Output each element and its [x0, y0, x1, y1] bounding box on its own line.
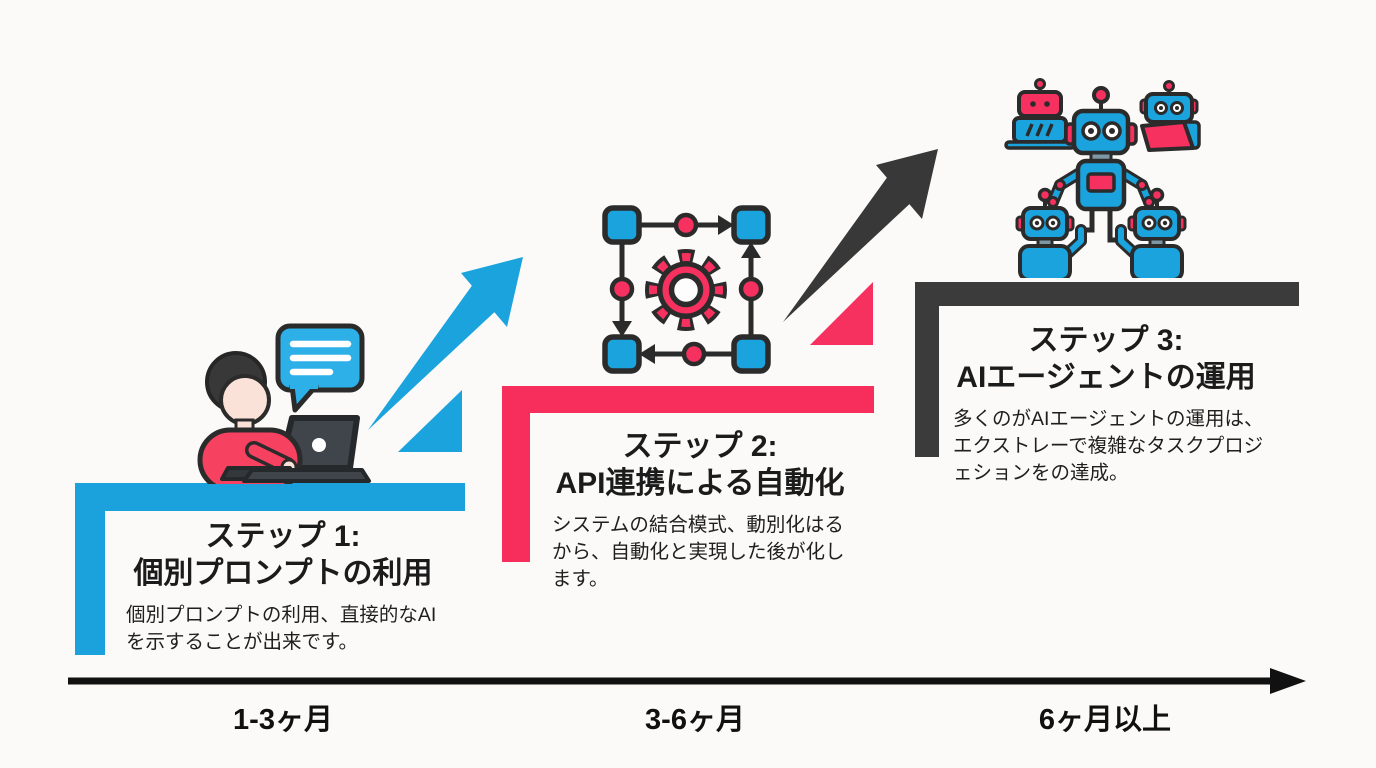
timeline-label-3: 6ヶ月以上 [1038, 704, 1172, 736]
laptop-bot [1004, 78, 1076, 150]
step1-bar-horizontal [75, 483, 465, 511]
step3-title: ステップ 3: AIエージェントの運用 [931, 322, 1281, 396]
timeline-arrow [68, 668, 1306, 694]
step1-title: ステップ 1: 個別プロンプトの利用 [108, 518, 458, 592]
step3-bar-horizontal [915, 282, 1299, 306]
step2-title: ステップ 2: API連携による自動化 [525, 428, 875, 502]
small-robot [1115, 187, 1187, 278]
workflow-gear-icon [602, 205, 771, 374]
step2-title-line1: ステップ 2: [622, 430, 778, 463]
growth-arrow-dark-icon [783, 149, 938, 345]
timeline-label-2: 3-6ヶ月 [645, 704, 745, 736]
step1-title-line2: 個別プロンプトの利用 [133, 557, 433, 590]
person-chat-laptop-icon [197, 323, 371, 484]
growth-arrow-blue-icon [368, 257, 523, 452]
step3-description: 多くのがAIエージェントの運用は、 エクストレーで複雑なタスクプロジ ェションを… [953, 408, 1264, 484]
step3-title-line1: ステップ 3: [1028, 324, 1184, 357]
timeline-label-1: 1-3ヶ月 [233, 704, 333, 736]
step3-title-line2: AIエージェントの運用 [956, 361, 1256, 394]
step2-description: システムの結合模式、動別化はる から、自動化と実現した後が化し ます。 [552, 514, 845, 590]
step3-bar-vertical [915, 282, 939, 457]
small-robot [1015, 187, 1087, 278]
step2-title-line2: API連携による自動化 [555, 467, 845, 500]
step1-title-line1: ステップ 1: [205, 520, 361, 553]
robot-team-icon [1004, 78, 1201, 278]
robot-with-laptop [1139, 80, 1201, 152]
central-robot [1047, 86, 1155, 212]
step2-bar-horizontal [502, 386, 874, 413]
step2-bar-vertical [502, 386, 530, 562]
step1-description: 個別プロンプトの利用、直接的なAI を示することが出来です。 [126, 604, 437, 653]
step1-bar-vertical [75, 483, 105, 655]
